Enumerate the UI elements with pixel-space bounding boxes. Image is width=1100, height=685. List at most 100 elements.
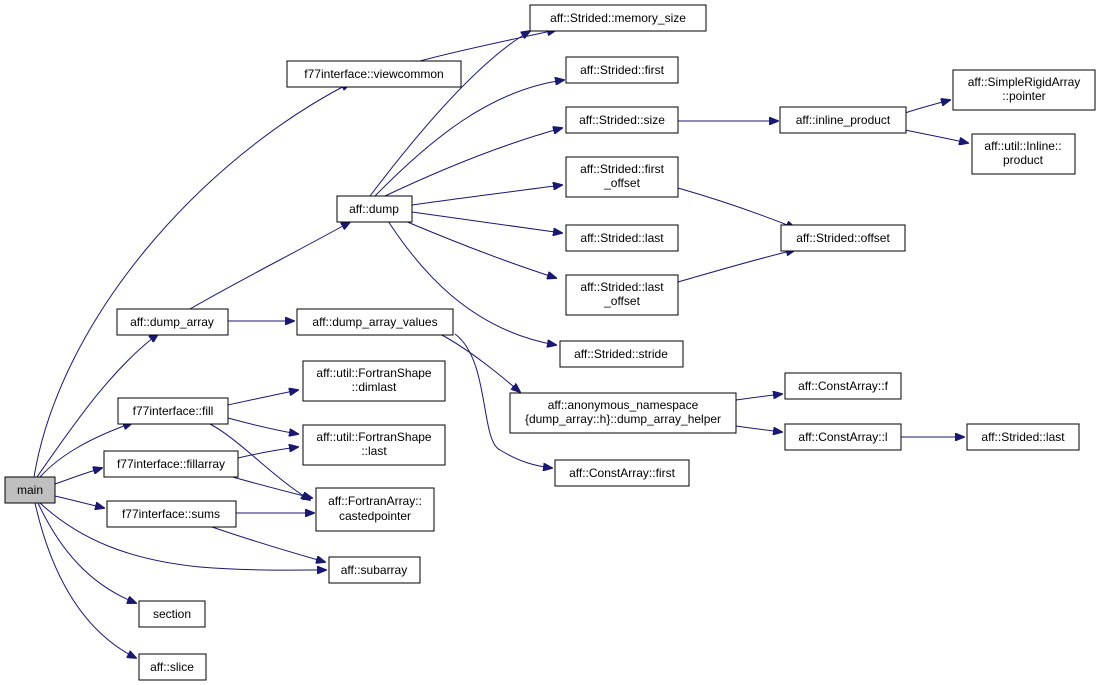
- edges: [33, 30, 968, 658]
- node-strided-offset[interactable]: aff::Strided::offset: [780, 224, 906, 252]
- edge-main-to-viewcommon: [33, 83, 350, 478]
- edge-fill-to-castedpointer: [209, 423, 310, 500]
- node-label-line2: ::pointer: [1002, 89, 1045, 103]
- node-strided-first[interactable]: aff::Strided::first: [565, 56, 679, 84]
- node-label-line2: castedpointer: [339, 509, 411, 523]
- edge-fillarray-to-fs-last: [237, 447, 298, 459]
- node-label: aff::ConstArray::l: [798, 430, 887, 444]
- node-fortranshape-dimlast[interactable]: aff::util::FortranShape ::dimlast: [302, 360, 446, 402]
- edge-helper-to-constarray-f: [735, 394, 782, 401]
- node-util-inline-product[interactable]: aff::util::Inline:: product: [971, 133, 1076, 175]
- edge-main-to-fill: [39, 423, 132, 478]
- node-label: aff::Strided::last: [981, 430, 1065, 444]
- node-label: aff::dump_array_values: [312, 315, 437, 329]
- edge-dump-to-last-offset: [404, 220, 556, 278]
- node-aff-dump[interactable]: aff::dump: [336, 195, 413, 223]
- node-section[interactable]: section: [138, 600, 206, 628]
- edge-dump-to-first: [374, 80, 564, 197]
- node-slice[interactable]: aff::slice: [138, 653, 207, 681]
- edge-last-offset-to-offset: [677, 250, 795, 283]
- node-label-line1: aff::anonymous_namespace: [548, 398, 699, 412]
- node-label: f77interface::fill: [133, 404, 214, 418]
- edge-viewcommon-to-memory-size: [419, 30, 556, 62]
- edge-inline-product-to-util-product: [904, 129, 968, 143]
- node-label-line2: ::dimlast: [352, 380, 397, 394]
- node-f77-fillarray[interactable]: f77interface::fillarray: [103, 450, 239, 478]
- node-dump-array[interactable]: aff::dump_array: [116, 308, 229, 336]
- node-label: aff::subarray: [341, 563, 407, 577]
- edge-main-to-subarray: [39, 502, 326, 570]
- node-strided-size[interactable]: aff::Strided::size: [565, 106, 679, 134]
- node-main[interactable]: main: [4, 476, 56, 504]
- node-label: f77interface::fillarray: [117, 457, 225, 471]
- node-label-line1: aff::Strided::first: [580, 162, 664, 176]
- node-subarray[interactable]: aff::subarray: [328, 556, 421, 584]
- nodes: main f77interface::viewcommon aff::Strid…: [4, 4, 1096, 681]
- node-label: aff::Strided::stride: [574, 347, 668, 361]
- node-constarray-l[interactable]: aff::ConstArray::l: [784, 423, 902, 451]
- node-label: aff::ConstArray::f: [798, 379, 888, 393]
- edge-first-offset-to-offset: [677, 187, 795, 228]
- node-constarray-first[interactable]: aff::ConstArray::first: [554, 459, 690, 487]
- node-f77-sums[interactable]: f77interface::sums: [106, 500, 237, 528]
- edge-main-to-section: [37, 502, 136, 603]
- node-label: aff::dump: [349, 202, 399, 216]
- node-label: aff::Strided::memory_size: [550, 11, 686, 25]
- node-dump-array-helper[interactable]: aff::anonymous_namespace {dump_array::h}…: [509, 392, 737, 434]
- edge-fill-to-dimlast: [227, 390, 298, 406]
- edge-dump-to-last: [411, 211, 562, 233]
- edge-inline-product-to-pointer: [904, 100, 950, 114]
- node-label-line2: {dump_array::h}::dump_array_helper: [525, 412, 721, 426]
- edge-dump-array-values-to-helper: [439, 333, 520, 392]
- edge-main-to-dump-array: [36, 334, 158, 478]
- node-label: main: [17, 483, 43, 497]
- node-label: section: [153, 607, 191, 621]
- node-label: aff::Strided::last: [580, 231, 664, 245]
- node-label-line1: aff::SimpleRigidArray: [968, 75, 1081, 89]
- edge-dump-array-to-dump: [189, 222, 350, 310]
- edge-main-to-fillarray: [54, 468, 102, 485]
- node-label-line1: aff::util::FortranShape: [316, 366, 432, 380]
- edge-helper-to-constarray-l: [735, 425, 782, 432]
- node-label-line2: _offset: [603, 176, 640, 190]
- node-inline-product[interactable]: aff::inline_product: [779, 106, 907, 134]
- edge-dump-to-first-offset: [411, 185, 562, 206]
- node-label: aff::slice: [150, 660, 194, 674]
- node-label-line1: aff::FortranArray::: [328, 494, 422, 508]
- node-label-line2: product: [1003, 153, 1044, 167]
- node-strided-first-offset[interactable]: aff::Strided::first _offset: [565, 156, 679, 198]
- edge-fillarray-to-castedpointer: [221, 473, 312, 498]
- edge-main-to-slice: [34, 502, 136, 658]
- node-label-line1: aff::util::FortranShape: [316, 430, 432, 444]
- node-castedpointer[interactable]: aff::FortranArray:: castedpointer: [315, 487, 435, 532]
- node-f77-fill[interactable]: f77interface::fill: [117, 397, 229, 425]
- node-f77-viewcommon[interactable]: f77interface::viewcommon: [286, 60, 462, 88]
- node-label: aff::Strided::size: [579, 113, 665, 127]
- node-strided-stride[interactable]: aff::Strided::stride: [559, 340, 684, 368]
- node-strided-memory-size[interactable]: aff::Strided::memory_size: [529, 4, 707, 32]
- node-label-line2: ::last: [361, 444, 387, 458]
- node-label: f77interface::viewcommon: [304, 67, 443, 81]
- edge-dump-to-size: [384, 128, 562, 197]
- node-label-line1: aff::util::Inline::: [984, 139, 1061, 153]
- node-label: aff::Strided::first: [580, 63, 664, 77]
- node-simplerigid-pointer[interactable]: aff::SimpleRigidArray ::pointer: [952, 69, 1096, 111]
- node-strided-last-offset[interactable]: aff::Strided::last _offset: [565, 274, 679, 316]
- edge-sums-to-subarray: [211, 526, 325, 562]
- node-label: aff::Strided::offset: [796, 231, 890, 245]
- node-label: aff::dump_array: [130, 315, 214, 329]
- node-label: f77interface::sums: [122, 507, 220, 521]
- node-fortranshape-last[interactable]: aff::util::FortranShape ::last: [302, 424, 446, 466]
- node-label-line2: _offset: [603, 294, 640, 308]
- edge-dump-to-stride: [387, 220, 556, 345]
- node-constarray-f[interactable]: aff::ConstArray::f: [784, 372, 902, 400]
- edge-main-to-sums: [54, 495, 104, 508]
- edge-fill-to-fs-last: [227, 417, 298, 434]
- node-strided-last[interactable]: aff::Strided::last: [565, 224, 679, 252]
- node-strided-last-2[interactable]: aff::Strided::last: [966, 423, 1080, 451]
- edge-dump-array-values-to-constarray-first: [454, 333, 552, 468]
- node-dump-array-values[interactable]: aff::dump_array_values: [296, 308, 454, 336]
- edge-dump-to-memory-size: [369, 31, 530, 197]
- node-label: aff::inline_product: [796, 113, 891, 127]
